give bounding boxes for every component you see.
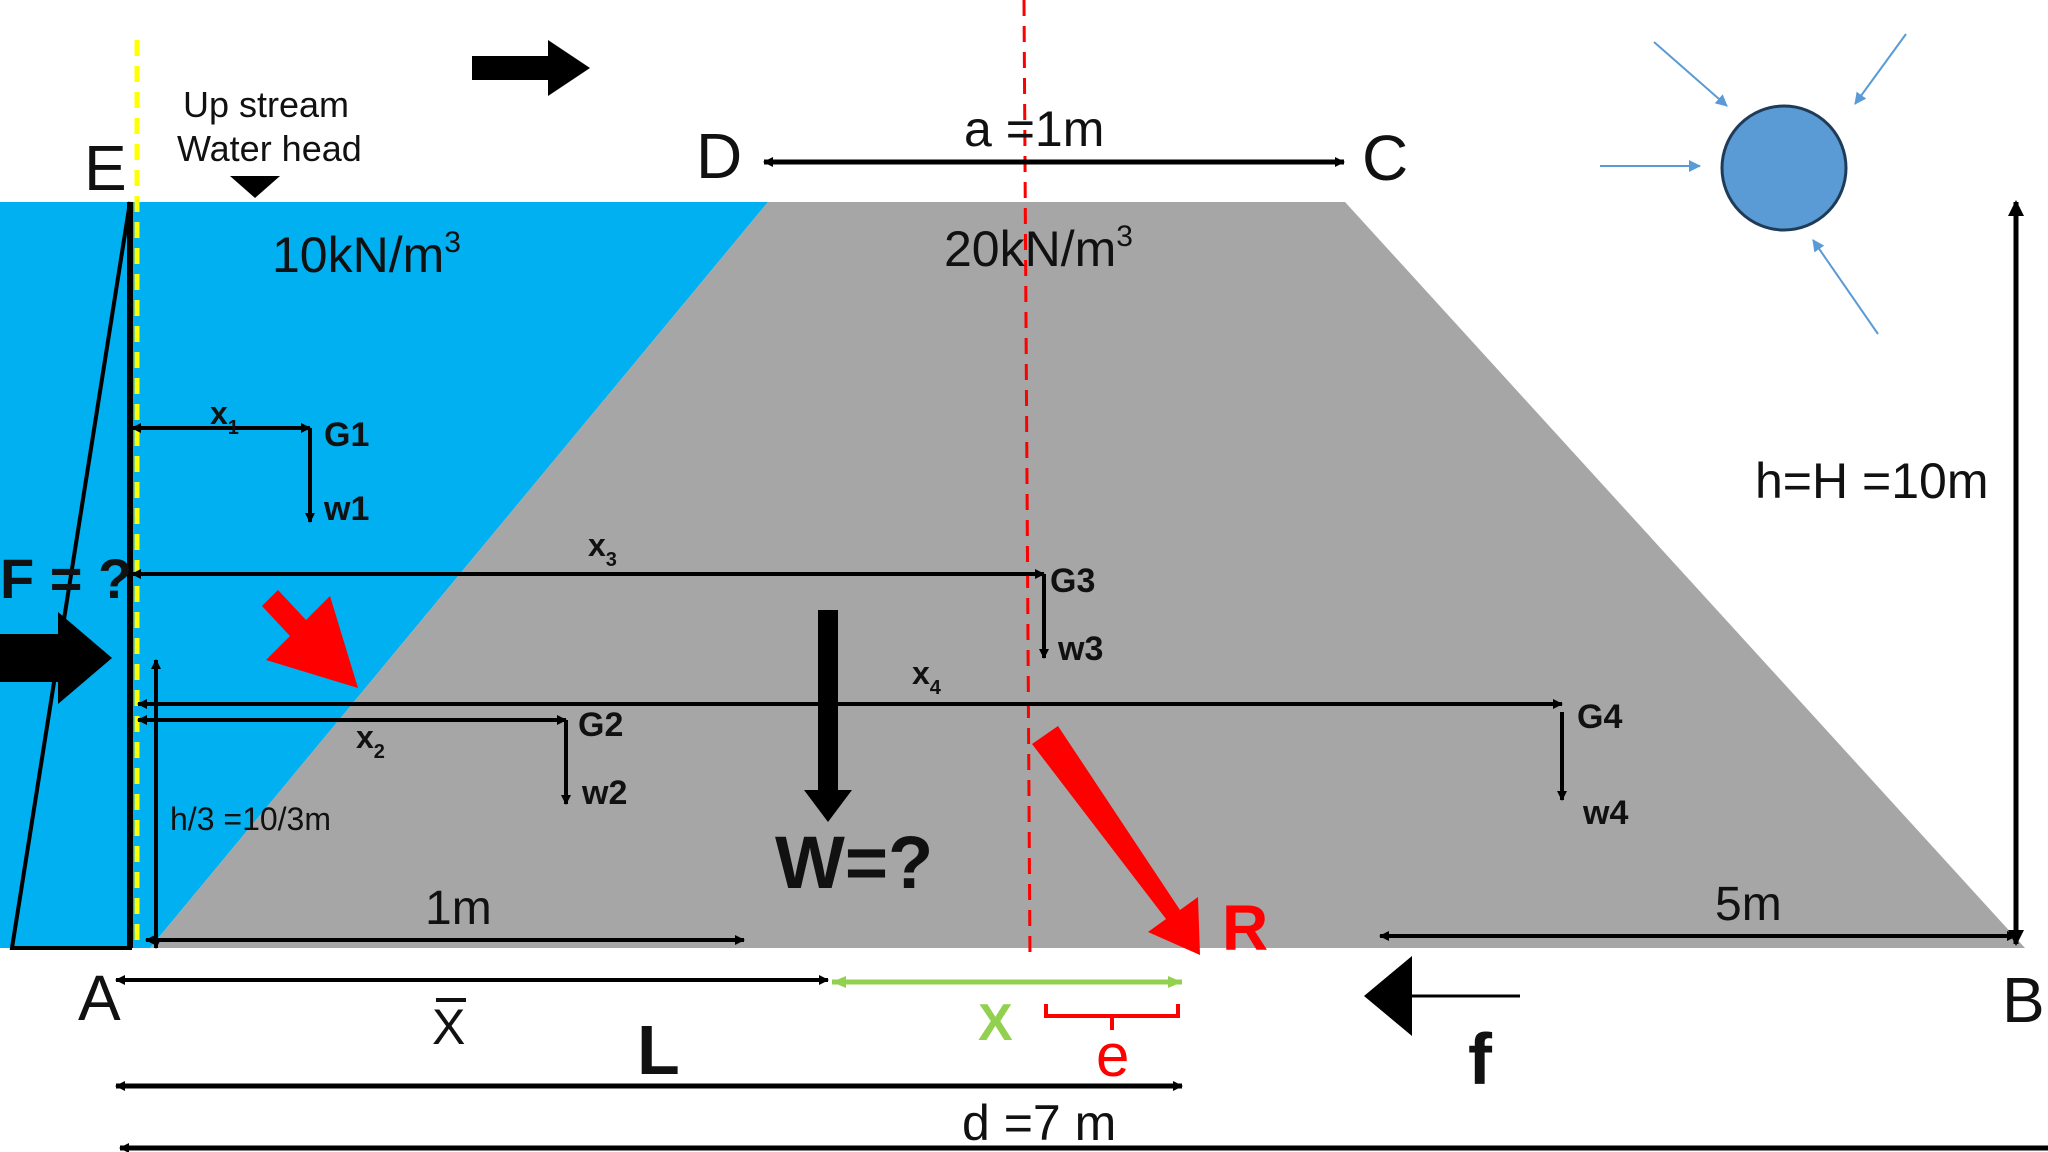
g4-label: G4: [1577, 698, 1622, 736]
g3-label: G3: [1050, 562, 1095, 600]
flow-direction-arrow-icon: [472, 40, 590, 96]
upstream-label-line1: Up stream: [183, 84, 349, 125]
point-d-label: D: [696, 120, 742, 192]
water-density-label: 10kN/m3: [272, 226, 461, 283]
point-a-label: A: [78, 962, 121, 1034]
point-b-label: B: [2002, 964, 2045, 1036]
point-c-label: C: [1362, 122, 1408, 194]
r-resultant-label: R: [1222, 892, 1268, 964]
g1-label: G1: [324, 416, 369, 454]
height-label: h=H =10m: [1755, 453, 1988, 509]
w-weight-label: W=?: [775, 821, 933, 904]
friction-label: f: [1468, 1020, 1493, 1100]
red-small-arrow-icon: [262, 590, 358, 688]
w1-label: w1: [323, 490, 369, 528]
e-label: e: [1096, 1022, 1129, 1089]
xbar-label: X: [432, 999, 465, 1055]
dam-density-label: 20kN/m3: [944, 220, 1133, 277]
base-right-label: 5m: [1715, 878, 1782, 931]
base-left-label: 1m: [425, 882, 492, 935]
point-e-label: E: [84, 132, 127, 204]
w2-label: w2: [581, 774, 627, 812]
h-third-label: h/3 =10/3m: [170, 801, 331, 837]
x1-label: x1: [210, 395, 239, 439]
green-x-label: X: [978, 994, 1013, 1052]
top-width-label: a =1m: [964, 101, 1104, 157]
sun-icon: [1600, 33, 1907, 335]
d-label: d =7 m: [962, 1095, 1116, 1151]
e-bracket: [1044, 1004, 1180, 1030]
dam-region: [150, 202, 2025, 948]
x3-label: x3: [588, 527, 617, 571]
f-force-label: F = ?: [0, 547, 132, 610]
w4-label: w4: [1582, 794, 1628, 832]
upstream-label-line2: Water head: [177, 128, 362, 169]
l-label: L: [637, 1011, 680, 1089]
w-weight-arrow-icon: [804, 610, 852, 822]
f-force-arrow-icon: [0, 612, 112, 704]
x2-label: x2: [356, 719, 385, 763]
friction-arrow-icon: [1364, 956, 1412, 1036]
g2-label: G2: [578, 706, 623, 744]
water-surface-marker-icon: [230, 176, 280, 198]
x4-label: x4: [912, 655, 942, 699]
r-resultant-arrow-icon: [1032, 726, 1200, 955]
w3-label: w3: [1057, 630, 1103, 668]
